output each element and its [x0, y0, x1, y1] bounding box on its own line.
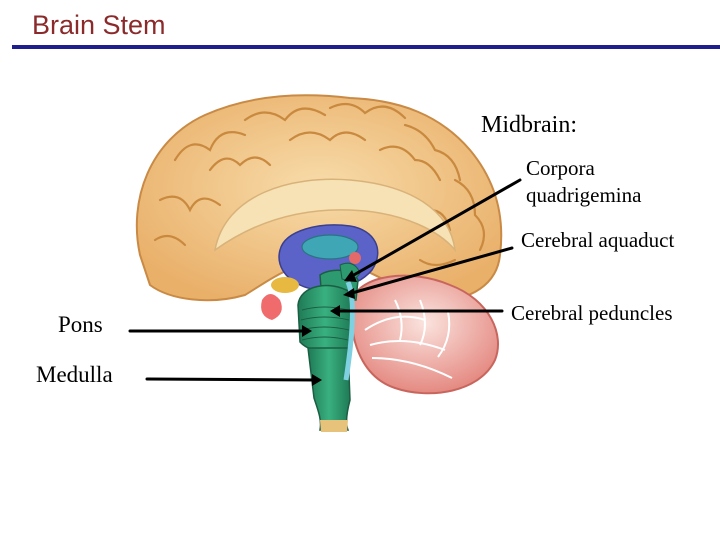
medulla-shape — [307, 347, 351, 431]
pointer-arrowheads — [302, 270, 357, 386]
label-aqueduct: Cerebral aquaduct — [521, 228, 675, 252]
pons-striations — [300, 306, 350, 341]
arrowhead-pons — [302, 325, 312, 337]
label-midbrain: Midbrain: — [481, 112, 577, 138]
pointer-corpora — [350, 178, 522, 278]
arrowhead-peduncles — [330, 305, 340, 317]
spinal-cord — [320, 420, 348, 432]
pituitary — [261, 294, 282, 320]
label-corpora-line1: Corpora — [526, 156, 595, 180]
pointer-medulla — [145, 377, 318, 382]
arrowhead-corpora — [344, 270, 357, 282]
arbor-vitae — [364, 299, 453, 379]
ventricle — [301, 234, 359, 260]
arrowhead-aqueduct — [343, 288, 355, 299]
arrowhead-medulla — [312, 374, 322, 386]
fourth-ventricle — [343, 280, 355, 381]
label-pons: Pons — [58, 312, 103, 337]
label-corpora-line2: quadrigemina — [526, 183, 642, 207]
label-medulla: Medulla — [36, 362, 113, 387]
slide-title: Brain Stem — [32, 10, 166, 40]
hypothalamus — [271, 277, 299, 293]
label-peduncles: Cerebral peduncles — [511, 301, 673, 325]
title-rule — [12, 45, 720, 49]
pointer-lines — [128, 178, 522, 382]
pineal — [349, 252, 361, 264]
pointer-aqueduct — [350, 246, 514, 295]
corpus-callosum — [213, 178, 457, 253]
gyri — [153, 102, 486, 267]
